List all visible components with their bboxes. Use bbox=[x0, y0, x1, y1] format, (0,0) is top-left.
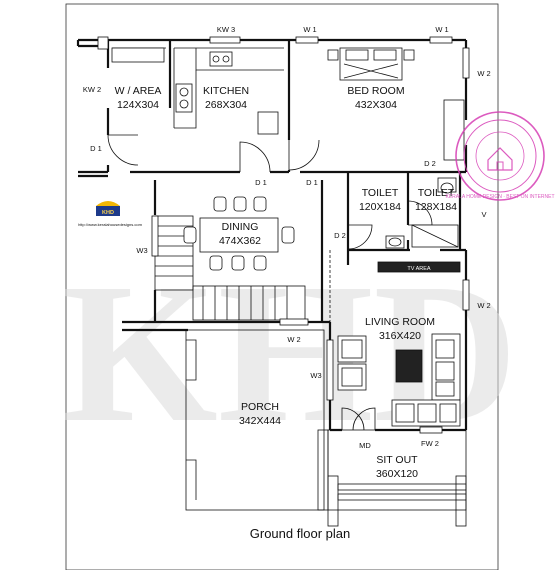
tag-tv-area: TV AREA bbox=[407, 266, 431, 272]
tag-kw3: KW 3 bbox=[217, 25, 235, 34]
tag-w3-b: W3 bbox=[310, 371, 321, 380]
svg-text:120X184: 120X184 bbox=[359, 201, 401, 213]
svg-text:LIVING ROOM: LIVING ROOM bbox=[365, 316, 435, 328]
tag-w2-b: W 2 bbox=[477, 301, 490, 310]
tag-w2-a: W 2 bbox=[477, 69, 490, 78]
svg-text:BED ROOM: BED ROOM bbox=[347, 85, 404, 97]
svg-text:124X304: 124X304 bbox=[117, 99, 159, 111]
room-bedroom: BED ROOM 432X304 bbox=[347, 85, 404, 111]
opening-tags: KW 3 W 1 W 1 KW 2 W 2 D 1 D 1 D 1 D 2 D … bbox=[83, 25, 491, 450]
tag-d1-a: D 1 bbox=[90, 144, 102, 153]
room-living: LIVING ROOM 316X420 bbox=[365, 316, 435, 342]
svg-text:128X184: 128X184 bbox=[415, 201, 457, 213]
dining-table bbox=[183, 196, 295, 271]
w-area-fixtures bbox=[111, 47, 166, 63]
room-w-area: W / AREA 124X304 bbox=[115, 85, 162, 111]
plan-frame bbox=[65, 3, 499, 570]
svg-text:268X304: 268X304 bbox=[205, 99, 247, 111]
sit-out-area bbox=[327, 429, 467, 527]
tag-w1-b: W 1 bbox=[435, 25, 448, 34]
tag-d2-a: D 2 bbox=[424, 159, 436, 168]
tag-w2-c: W 2 bbox=[287, 335, 300, 344]
svg-text:316X420: 316X420 bbox=[379, 330, 421, 342]
living-furniture bbox=[337, 261, 461, 427]
tag-d2-b: D 2 bbox=[334, 231, 346, 240]
svg-text:DINING: DINING bbox=[222, 221, 259, 233]
svg-text:432X304: 432X304 bbox=[355, 99, 397, 111]
windows bbox=[97, 36, 470, 434]
svg-text:W / AREA: W / AREA bbox=[115, 85, 162, 97]
svg-text:KERALA HOME DESIGN · BEST ON I: KERALA HOME DESIGN · BEST ON INTERNET bbox=[445, 194, 554, 200]
svg-text:360X120: 360X120 bbox=[376, 468, 418, 480]
tag-fw2: FW 2 bbox=[421, 439, 439, 448]
room-kitchen: KITCHEN 268X304 bbox=[203, 85, 249, 111]
kerala-home-design-stamp: KERALA HOME DESIGN · BEST ON INTERNET bbox=[445, 111, 555, 201]
khd-logo: KHD http://www.keralahousedesigns.com bbox=[78, 201, 143, 227]
svg-text:KITCHEN: KITCHEN bbox=[203, 85, 249, 97]
svg-text:KHD: KHD bbox=[102, 210, 114, 216]
tag-md: MD bbox=[359, 441, 371, 450]
bed bbox=[327, 47, 465, 161]
kitchen-fixtures bbox=[173, 47, 284, 135]
svg-text:TOILET: TOILET bbox=[362, 187, 399, 199]
svg-text:http://www.keralahousedesigns.: http://www.keralahousedesigns.com bbox=[78, 222, 142, 227]
tag-w3-a: W3 bbox=[136, 246, 147, 255]
plan-caption: Ground floor plan bbox=[250, 526, 350, 541]
tag-w1-a: W 1 bbox=[303, 25, 316, 34]
svg-text:TOILET: TOILET bbox=[418, 187, 455, 199]
tag-d1-c: D 1 bbox=[306, 178, 318, 187]
svg-text:474X362: 474X362 bbox=[219, 235, 261, 247]
room-sit-out: SIT OUT 360X120 bbox=[376, 454, 418, 480]
svg-text:342X444: 342X444 bbox=[239, 415, 281, 427]
toilet-fixtures bbox=[385, 177, 459, 249]
svg-text:SIT OUT: SIT OUT bbox=[376, 454, 418, 466]
room-dining: DINING 474X362 bbox=[219, 221, 261, 247]
room-toilet-2: TOILET 128X184 bbox=[415, 187, 457, 213]
tag-d1-b: D 1 bbox=[255, 178, 267, 187]
tag-kw2: KW 2 bbox=[83, 85, 101, 94]
tag-v: V bbox=[481, 210, 486, 219]
room-toilet-1: TOILET 120X184 bbox=[359, 187, 401, 213]
svg-text:PORCH: PORCH bbox=[241, 401, 279, 413]
room-porch: PORCH 342X444 bbox=[239, 401, 281, 427]
doors bbox=[107, 134, 433, 431]
